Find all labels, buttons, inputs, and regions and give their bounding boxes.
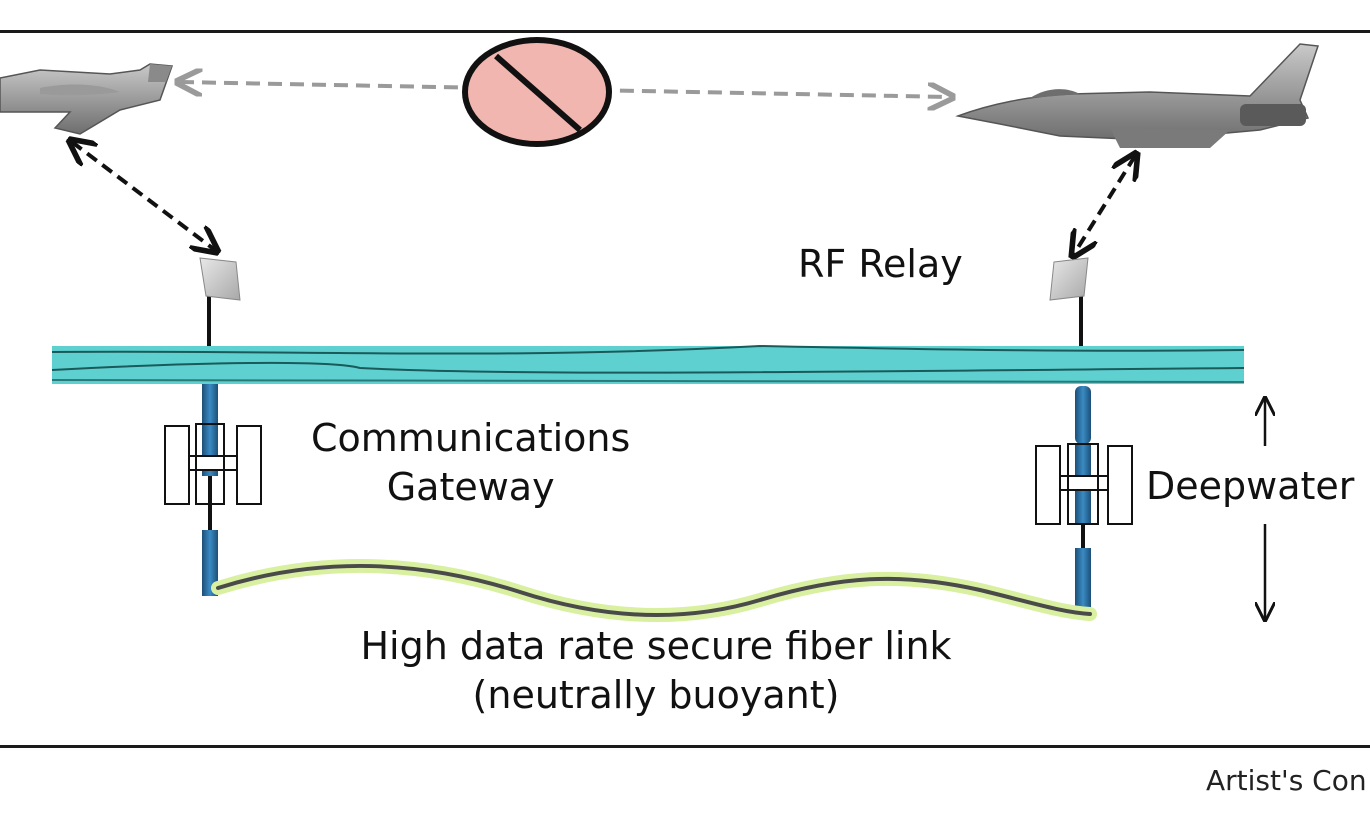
gateway-label-line2: Gateway xyxy=(386,465,555,510)
gateway-label: Communications Gateway xyxy=(311,414,630,513)
prohibited-icon xyxy=(462,37,612,147)
deepwater-label: Deepwater xyxy=(1146,464,1355,508)
gateway-label-line1: Communications xyxy=(311,416,631,460)
fiber-link-label: High data rate secure fiber link (neutra… xyxy=(320,622,992,721)
artist-concept-caption: Artist's Con xyxy=(1206,764,1367,797)
sea-surface xyxy=(51,344,1245,384)
left-gateway-buoy-icon xyxy=(164,384,262,596)
right-rf-relay-icon xyxy=(1049,257,1089,352)
fiber-label-line1: High data rate secure fiber link xyxy=(360,624,952,668)
left-uplink-arrow xyxy=(72,142,215,250)
right-aircraft-icon xyxy=(955,43,1320,148)
right-gateway-buoy-icon xyxy=(1035,386,1133,614)
diagram-frame xyxy=(0,30,1370,748)
rf-relay-label: RF Relay xyxy=(798,242,963,286)
right-uplink-arrow xyxy=(1074,156,1135,254)
fiber-link xyxy=(211,558,1097,623)
fiber-label-line2: (neutrally buoyant) xyxy=(472,673,840,718)
left-aircraft-icon xyxy=(0,63,174,135)
left-rf-relay-icon xyxy=(199,257,241,352)
